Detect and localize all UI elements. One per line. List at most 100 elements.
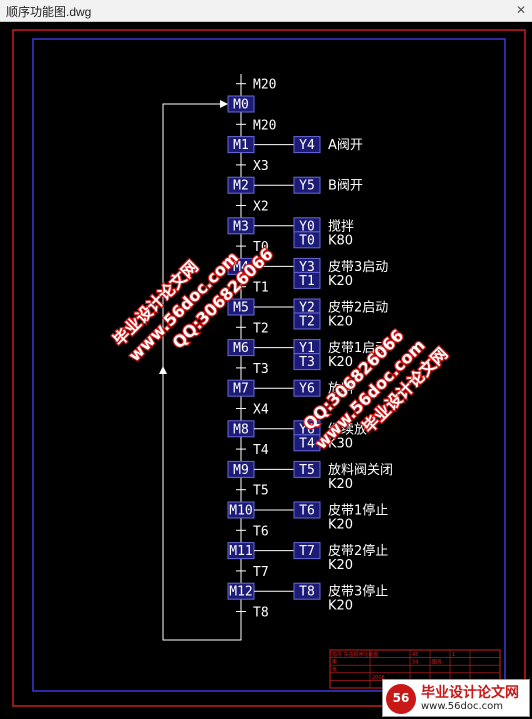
action-coil: T3 [299,355,315,370]
step-label: M1 [233,138,249,153]
action-box [293,312,321,330]
transition-label: T1 [253,281,269,296]
transition-label: T7 [253,565,269,580]
title-block-cell: 34 [412,660,418,666]
title-block-cell: 审 [332,659,337,666]
transition-label: T8 [253,606,269,621]
action-desc: 放料阀关闭 [328,463,393,478]
action-coil: Y0 [299,219,315,234]
loop-back-line [162,103,242,641]
action-desc: K20 [328,518,353,533]
action-box [293,542,321,560]
action-coil: Y1 [299,341,315,356]
action-coil: T5 [299,463,315,478]
action-coil: T4 [299,436,315,451]
step-label: M4 [233,260,249,275]
transition-label: X4 [253,403,269,418]
action-coil: Y2 [299,301,315,316]
step-label: M11 [229,544,252,559]
step-label: M7 [233,382,249,397]
step-label: M0 [233,98,249,113]
transition-label: T0 [253,240,269,255]
action-box [293,176,321,194]
action-desc: 皮带1启动 [328,341,388,356]
transition-label: T2 [253,321,269,336]
action-desc: K20 [328,274,353,289]
action-desc: K20 [328,315,353,330]
title-block-cell: 2006 [372,675,385,681]
action-coil: T6 [299,504,315,519]
action-coil: Y6 [299,422,315,437]
action-desc: 皮带2启动 [328,301,388,316]
action-desc: K30 [328,436,353,451]
step-label: M6 [233,341,249,356]
inner-frame [32,38,506,692]
transition-label: T3 [253,362,269,377]
action-desc: 皮带3启动 [328,260,388,275]
window-titlebar: 顺序功能图.dwg ✕ [0,0,532,22]
logo-name: 毕业设计论文网 [421,685,519,701]
action-desc: 放料 [328,382,354,397]
action-desc: B阀开 [328,179,363,194]
action-box [293,460,321,478]
action-coil: Y6 [299,382,315,397]
action-coil: Y4 [299,138,315,153]
action-box [293,231,321,249]
action-coil: T1 [299,274,315,289]
step-label: M10 [229,504,252,519]
action-coil: T8 [299,585,315,600]
title-block-cell: 45 [412,652,418,658]
action-desc: 皮带2停止 [328,543,388,559]
arrow-head [159,366,167,374]
action-desc: A阀开 [328,138,363,153]
window-title: 顺序功能图.dwg [6,5,92,19]
action-box [293,434,321,452]
transition-label: M20 [253,118,276,133]
action-box [293,379,321,397]
step-box [227,95,255,113]
action-coil: Y5 [299,179,315,194]
close-icon[interactable]: ✕ [515,3,526,17]
action-box [293,501,321,519]
action-desc: 皮带3停止 [328,584,388,600]
action-coil: Y3 [299,260,315,275]
logo-mark: 56 [386,684,416,714]
step-label: M3 [233,219,249,234]
transition-label: T4 [253,443,269,458]
action-desc: K20 [328,355,353,370]
action-box [293,582,321,600]
action-desc: 皮带1停止 [328,503,388,519]
title-block-cell: 指导 东岳顺序功能图 [332,651,379,658]
action-desc: K20 [328,477,353,492]
action-box [293,271,321,289]
action-coil: T0 [299,233,315,248]
action-coil: T7 [299,544,315,559]
transition-label: T5 [253,484,269,499]
action-desc: K20 [328,599,353,614]
action-desc: K80 [328,233,353,248]
logo-url: www.56doc.com [421,701,504,712]
step-label: M12 [229,585,252,600]
title-block-cell: 批 [332,666,337,673]
step-label: M5 [233,301,249,316]
site-logo: 56 毕业设计论文网 www.56doc.com [382,679,530,717]
outer-frame [12,29,526,707]
step-label: M8 [233,422,249,437]
transition-label: X3 [253,159,269,174]
arrow-head [220,100,228,108]
action-desc: K20 [328,558,353,573]
title-block-cell: 图号 [432,660,442,666]
transition-label: M20 [253,78,276,93]
action-desc: 继续放 [328,422,367,437]
action-box [293,136,321,154]
transition-label: T6 [253,524,269,539]
step-label: M2 [233,179,249,194]
transition-label: X2 [253,200,269,215]
action-box [293,353,321,371]
step-label: M9 [233,463,249,478]
action-coil: T2 [299,315,315,330]
action-desc: 搅拌 [328,218,354,234]
